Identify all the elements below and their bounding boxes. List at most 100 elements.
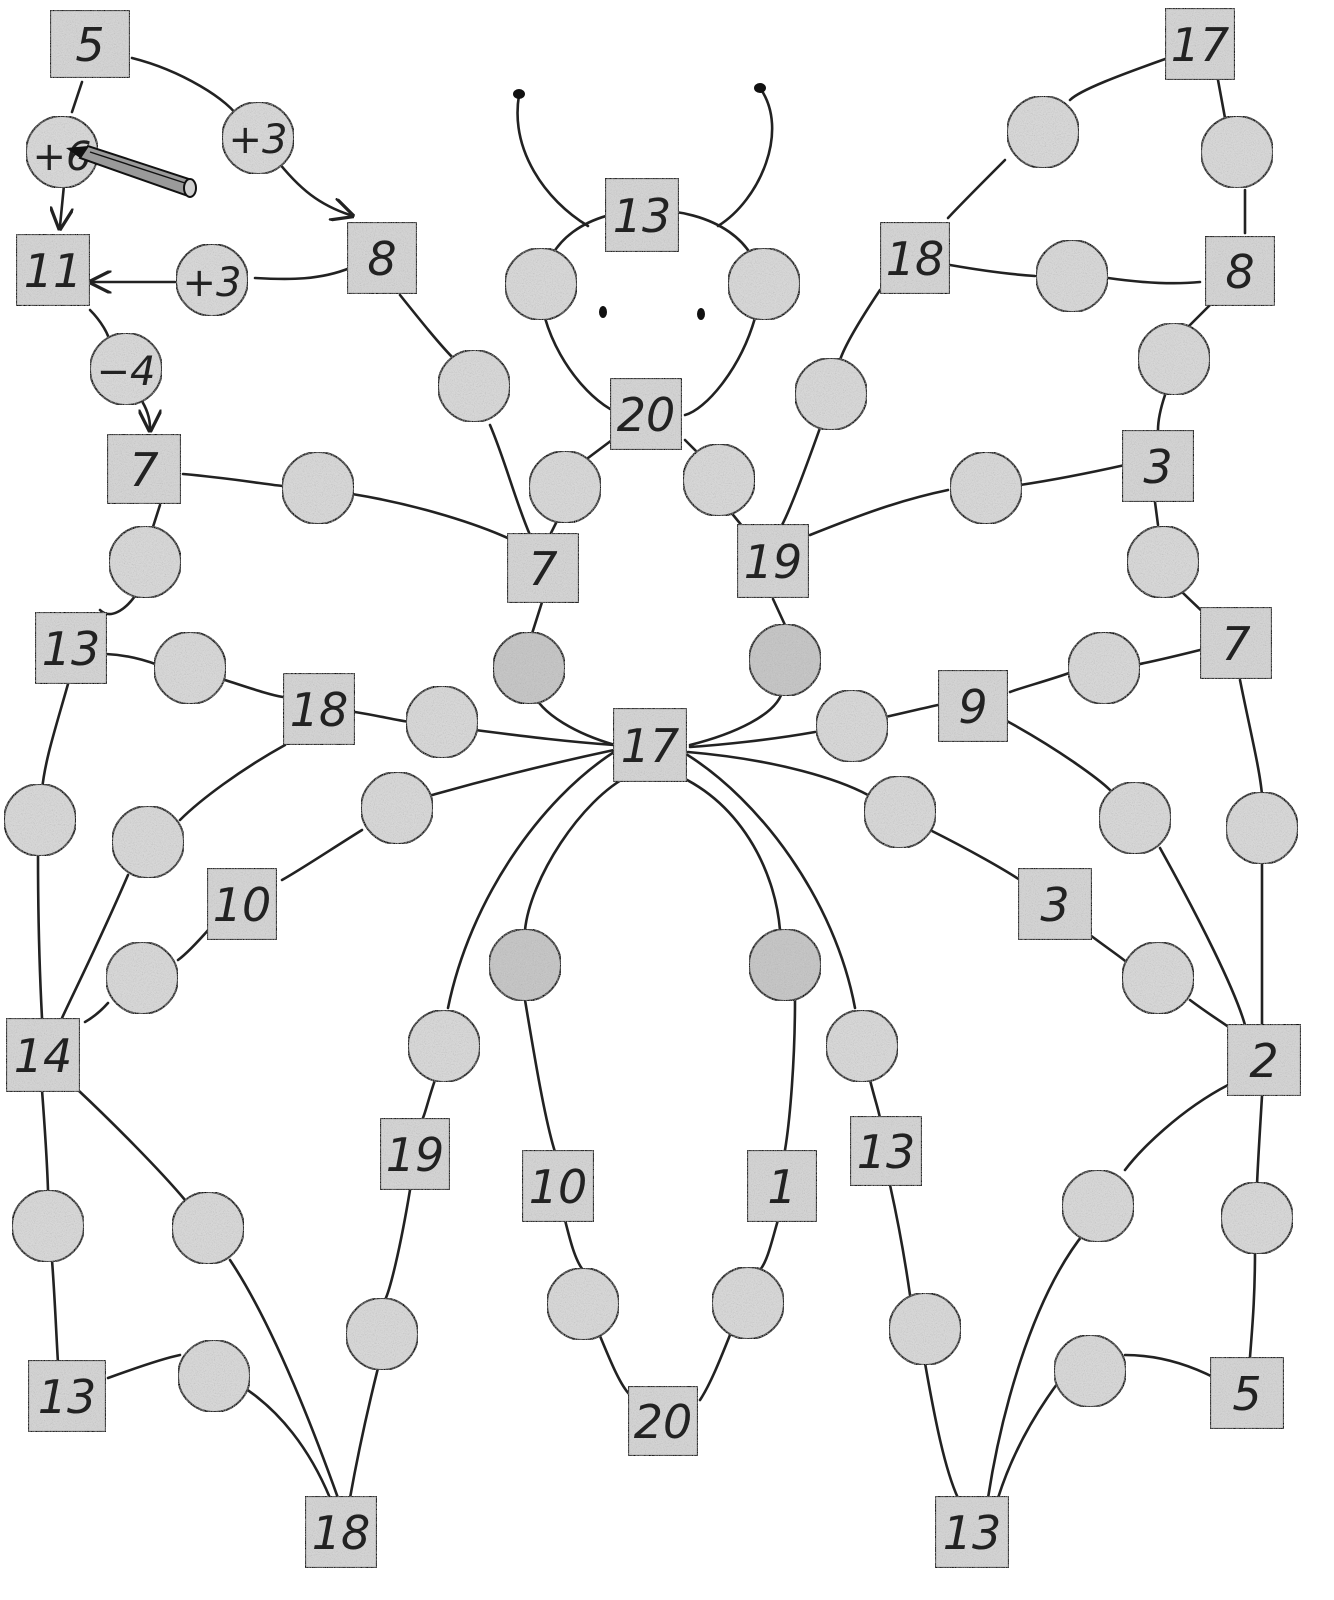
- right-inner19-box: 19: [737, 524, 809, 598]
- answer-circle[interactable]: [683, 444, 755, 516]
- left-row18-box: 18: [283, 673, 355, 745]
- answer-circle[interactable]: [864, 776, 936, 848]
- svg-text:7: 7: [528, 542, 557, 596]
- right-row8-box: 8: [1205, 236, 1275, 306]
- answer-circle[interactable]: [12, 1190, 84, 1262]
- answer-circle[interactable]: [109, 526, 181, 598]
- left-leg19-box: 19: [380, 1118, 450, 1190]
- svg-text:14: 14: [14, 1029, 73, 1083]
- svg-text:5: 5: [75, 18, 104, 72]
- answer-circle[interactable]: [1068, 632, 1140, 704]
- right-antenna-tip: [754, 83, 766, 93]
- answer-circle[interactable]: [1054, 1335, 1126, 1407]
- right-foot13-box: 13: [935, 1496, 1009, 1568]
- svg-text:9: 9: [958, 680, 987, 734]
- svg-text:7: 7: [129, 443, 158, 497]
- answer-circle[interactable]: [361, 772, 433, 844]
- left-second-box: 11: [16, 234, 90, 306]
- svg-text:3: 3: [1143, 440, 1172, 494]
- right-bottom5-box: 5: [1210, 1357, 1284, 1429]
- center-box: 17: [613, 708, 687, 782]
- svg-text:5: 5: [1232, 1367, 1261, 1421]
- answer-circle[interactable]: [493, 632, 565, 704]
- left-leg10-box: 10: [522, 1150, 594, 1222]
- svg-text:18: 18: [312, 1506, 371, 1560]
- left-third-box: 7: [107, 434, 181, 504]
- answer-circle[interactable]: [4, 784, 76, 856]
- right-top-corner-box: 17: [1165, 8, 1235, 80]
- answer-circle[interactable]: [406, 686, 478, 758]
- answer-circle[interactable]: [1138, 323, 1210, 395]
- svg-text:13: 13: [613, 189, 672, 243]
- svg-text:10: 10: [529, 1160, 588, 1214]
- answer-circle[interactable]: [489, 929, 561, 1001]
- answer-circle[interactable]: [1007, 96, 1079, 168]
- answer-circle[interactable]: [1127, 526, 1199, 598]
- answer-circle[interactable]: [728, 248, 800, 320]
- answer-circle[interactable]: [816, 690, 888, 762]
- answer-circle[interactable]: [505, 248, 577, 320]
- answer-circle[interactable]: [795, 358, 867, 430]
- answer-circle[interactable]: [749, 624, 821, 696]
- head-top-box: 13: [605, 178, 679, 252]
- answer-circle[interactable]: [826, 1010, 898, 1082]
- answer-circle[interactable]: [438, 350, 510, 422]
- answer-circle[interactable]: [1099, 782, 1171, 854]
- answer-circle[interactable]: [172, 1192, 244, 1264]
- svg-text:13: 13: [857, 1125, 916, 1179]
- left-inner-mid-box: 7: [507, 533, 579, 603]
- svg-text:13: 13: [38, 1370, 97, 1424]
- op-minus4-circle: −4: [90, 333, 162, 405]
- op-plus3-circle-mid: +3: [176, 244, 248, 316]
- answer-circle[interactable]: [1226, 792, 1298, 864]
- left-mid10-box: 10: [207, 868, 277, 940]
- answer-circle[interactable]: [112, 806, 184, 878]
- answer-circle[interactable]: [950, 452, 1022, 524]
- op-minus4-label: −4: [97, 349, 156, 395]
- answer-circle[interactable]: [712, 1267, 784, 1339]
- answer-circle[interactable]: [282, 452, 354, 524]
- svg-text:19: 19: [744, 535, 803, 589]
- svg-text:3: 3: [1040, 878, 1069, 932]
- answer-circle[interactable]: [1221, 1182, 1293, 1254]
- op-plus3-label-mid: +3: [183, 260, 242, 306]
- svg-text:18: 18: [886, 232, 945, 286]
- svg-text:8: 8: [1225, 245, 1254, 299]
- left-inner-top-box: 8: [347, 222, 417, 294]
- answer-circle[interactable]: [408, 1010, 480, 1082]
- right-leg13-box: 13: [850, 1116, 922, 1186]
- right-row9-box: 9: [938, 670, 1008, 742]
- neck-box: 20: [610, 378, 682, 450]
- answer-circle[interactable]: [749, 929, 821, 1001]
- svg-text:8: 8: [367, 232, 396, 286]
- left-antenna-tip: [513, 89, 525, 99]
- answer-circle[interactable]: [1036, 240, 1108, 312]
- svg-text:20: 20: [617, 388, 676, 442]
- right-row3-box: 3: [1122, 430, 1194, 502]
- answer-circle[interactable]: [1122, 942, 1194, 1014]
- right-mid3-box: 3: [1018, 868, 1092, 940]
- right-edge2-box: 2: [1227, 1024, 1301, 1096]
- answer-circle[interactable]: [346, 1298, 418, 1370]
- left-edge14-box: 14: [6, 1018, 80, 1092]
- svg-text:17: 17: [621, 719, 680, 773]
- answer-circle[interactable]: [889, 1293, 961, 1365]
- answer-circle[interactable]: [154, 632, 226, 704]
- svg-text:20: 20: [634, 1395, 693, 1449]
- answer-circle[interactable]: [529, 451, 601, 523]
- answer-circle[interactable]: [1062, 1170, 1134, 1242]
- right-row18-box: 18: [880, 222, 950, 294]
- answer-circle[interactable]: [106, 942, 178, 1014]
- svg-text:11: 11: [24, 244, 83, 298]
- svg-text:2: 2: [1249, 1034, 1278, 1088]
- tail-box: 20: [628, 1386, 698, 1456]
- answer-circle[interactable]: [1201, 116, 1273, 188]
- op-plus3-label-top: +3: [229, 117, 288, 163]
- answer-circle[interactable]: [178, 1340, 250, 1412]
- svg-text:7: 7: [1221, 617, 1250, 671]
- left-eye: [599, 306, 607, 318]
- svg-text:13: 13: [42, 622, 101, 676]
- answer-circle[interactable]: [547, 1268, 619, 1340]
- svg-text:13: 13: [943, 1506, 1002, 1560]
